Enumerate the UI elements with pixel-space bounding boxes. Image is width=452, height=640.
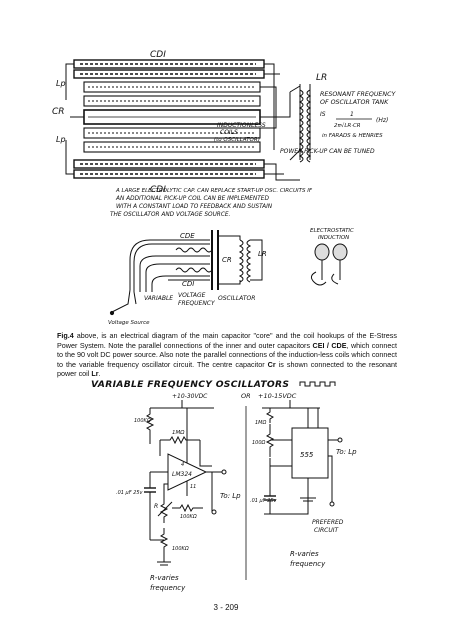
left-supply-label: +10-30VDC xyxy=(172,393,208,400)
caption-text-1: above, is an electrical diagram of the m… xyxy=(57,331,397,350)
page-number: 3 - 209 xyxy=(213,603,239,612)
label-lr-mid: LR xyxy=(258,250,267,258)
pin11-label: 11 xyxy=(190,484,196,490)
label-frequency: FREQUENCY xyxy=(178,300,216,307)
label-to-osc: (to OSCILLATOR) xyxy=(214,137,260,143)
r100k-top-label: 100KΩ xyxy=(134,418,151,424)
cap-left-label: .01 μF 25v xyxy=(116,490,144,496)
ic-555-label: 555 xyxy=(300,451,314,459)
connection-sketch xyxy=(109,230,263,316)
label-induction: INDUCTION xyxy=(318,235,349,241)
to-left-label: To: Lp xyxy=(220,492,241,500)
resonant-coil-lr xyxy=(298,84,312,163)
or-label: OR xyxy=(241,392,251,400)
resonant-title-2: OF OSCILLATOR TANK xyxy=(320,99,389,106)
r1meg-label: 1MΩ xyxy=(255,420,266,426)
formula-unit: (Hz) xyxy=(376,117,388,124)
label-cde: CDE xyxy=(180,232,195,240)
lm324-label: LM324 xyxy=(172,471,192,478)
label-cr: CR xyxy=(52,107,65,117)
pickup-note: POWER PICK-UP CAN BE TUNED xyxy=(280,148,375,155)
right-note-2: frequency xyxy=(290,560,326,568)
r100ohm-label: 100Ω xyxy=(252,440,266,446)
label-lp-top: Lp xyxy=(56,79,66,88)
figure-caption: Fig.4 above, is an electrical diagram of… xyxy=(57,331,397,379)
square-wave-icon xyxy=(299,381,336,387)
left-note-1: R-varies xyxy=(150,574,179,582)
label-cr-mid: CR xyxy=(222,256,232,264)
capacitor-plates xyxy=(73,59,265,179)
left-note-2: frequency xyxy=(150,584,186,592)
lead-wires xyxy=(260,63,301,181)
electrolytic-note-4: THE OSCILLATOR AND VOLTAGE SOURCE. xyxy=(110,212,231,218)
formula-note: in FARADS & HENRIES xyxy=(322,133,383,139)
label-oscillator: OSCILLATOR xyxy=(218,295,255,302)
oscillators-title: VARIABLE FREQUENCY OSCILLATORS xyxy=(91,379,290,390)
capacitor-core-diagram: CDI Lp CR Lp CDI LR INDUCTIONLESS COILS … xyxy=(52,50,397,326)
resonant-frequency-note: RESONANT FREQUENCY OF OSCILLATOR TANK IS… xyxy=(320,91,397,139)
caption-cr: Cr xyxy=(267,359,276,369)
label-voltage: VOLTAGE xyxy=(178,292,206,299)
label-electrostatic: ELECTROSTATIC xyxy=(310,228,354,234)
r100k-var-label: 100KΩ xyxy=(180,514,197,520)
formula-denominator: 2π√LR·CR xyxy=(334,122,361,129)
electrolytic-note-1: A LARGE ELECTROLYTIC CAP. CAN REPLACE ST… xyxy=(115,188,313,194)
label-lr: LR xyxy=(316,73,327,83)
label-cdi-top: CDI xyxy=(150,50,166,60)
oscillator-schematics: +10-30VDC 100KΩ 1MΩ LM324 4 11 .01 μF 25… xyxy=(116,381,357,592)
right-supply-label: +10-15VDC xyxy=(258,392,297,400)
resonant-title-1: RESONANT FREQUENCY xyxy=(320,91,397,98)
label-variable: VARIABLE xyxy=(144,295,173,302)
electrolytic-note-2: AN ADDITIONAL PICK-UP COIL CAN BE IMPLEM… xyxy=(115,196,269,202)
electrolytic-note-3: WITH A CONSTANT LOAD TO FEEDBACK AND SUS… xyxy=(116,204,273,210)
lm324-circuit xyxy=(144,400,227,566)
preferred-1: PREFERED xyxy=(312,519,344,526)
r-label-left: R xyxy=(154,503,158,510)
caption-cei-cde: CEI / CDE xyxy=(312,340,347,350)
label-inductionless: INDUCTIONLESS xyxy=(217,122,266,129)
r1m-label: 1MΩ xyxy=(172,430,185,436)
to-right-label: To: Lp xyxy=(336,448,357,456)
fig-label: Fig.4 xyxy=(57,331,74,340)
resonant-is: IS xyxy=(320,111,326,118)
left-leads xyxy=(65,63,84,175)
electrostatic-induction-figure xyxy=(310,243,348,286)
r100k-bottom-label: 100KΩ xyxy=(172,546,189,552)
label-voltage-source: Voltage Source xyxy=(108,320,150,326)
caption-text-2: , which connect to the 90 volt DC power … xyxy=(57,340,397,369)
pin4-label: 4 xyxy=(181,462,184,468)
caption-lr: Lr xyxy=(91,369,99,379)
label-coils: COILS xyxy=(220,129,238,136)
label-cdi-mid: CDI xyxy=(182,280,194,288)
label-lp-bottom: Lp xyxy=(56,135,66,144)
label-cdi-bottom: CDI xyxy=(150,185,166,195)
555-circuit xyxy=(262,400,343,515)
right-note-1: R-varies xyxy=(290,550,319,558)
caption-text-4: . xyxy=(98,369,101,379)
formula-numerator: 1 xyxy=(350,111,354,118)
cap-right-label: .01 μF 25v xyxy=(250,498,278,504)
preferred-2: CIRCUIT xyxy=(314,527,339,534)
caption-text-3: is shown connected to the resonant power… xyxy=(57,359,397,379)
